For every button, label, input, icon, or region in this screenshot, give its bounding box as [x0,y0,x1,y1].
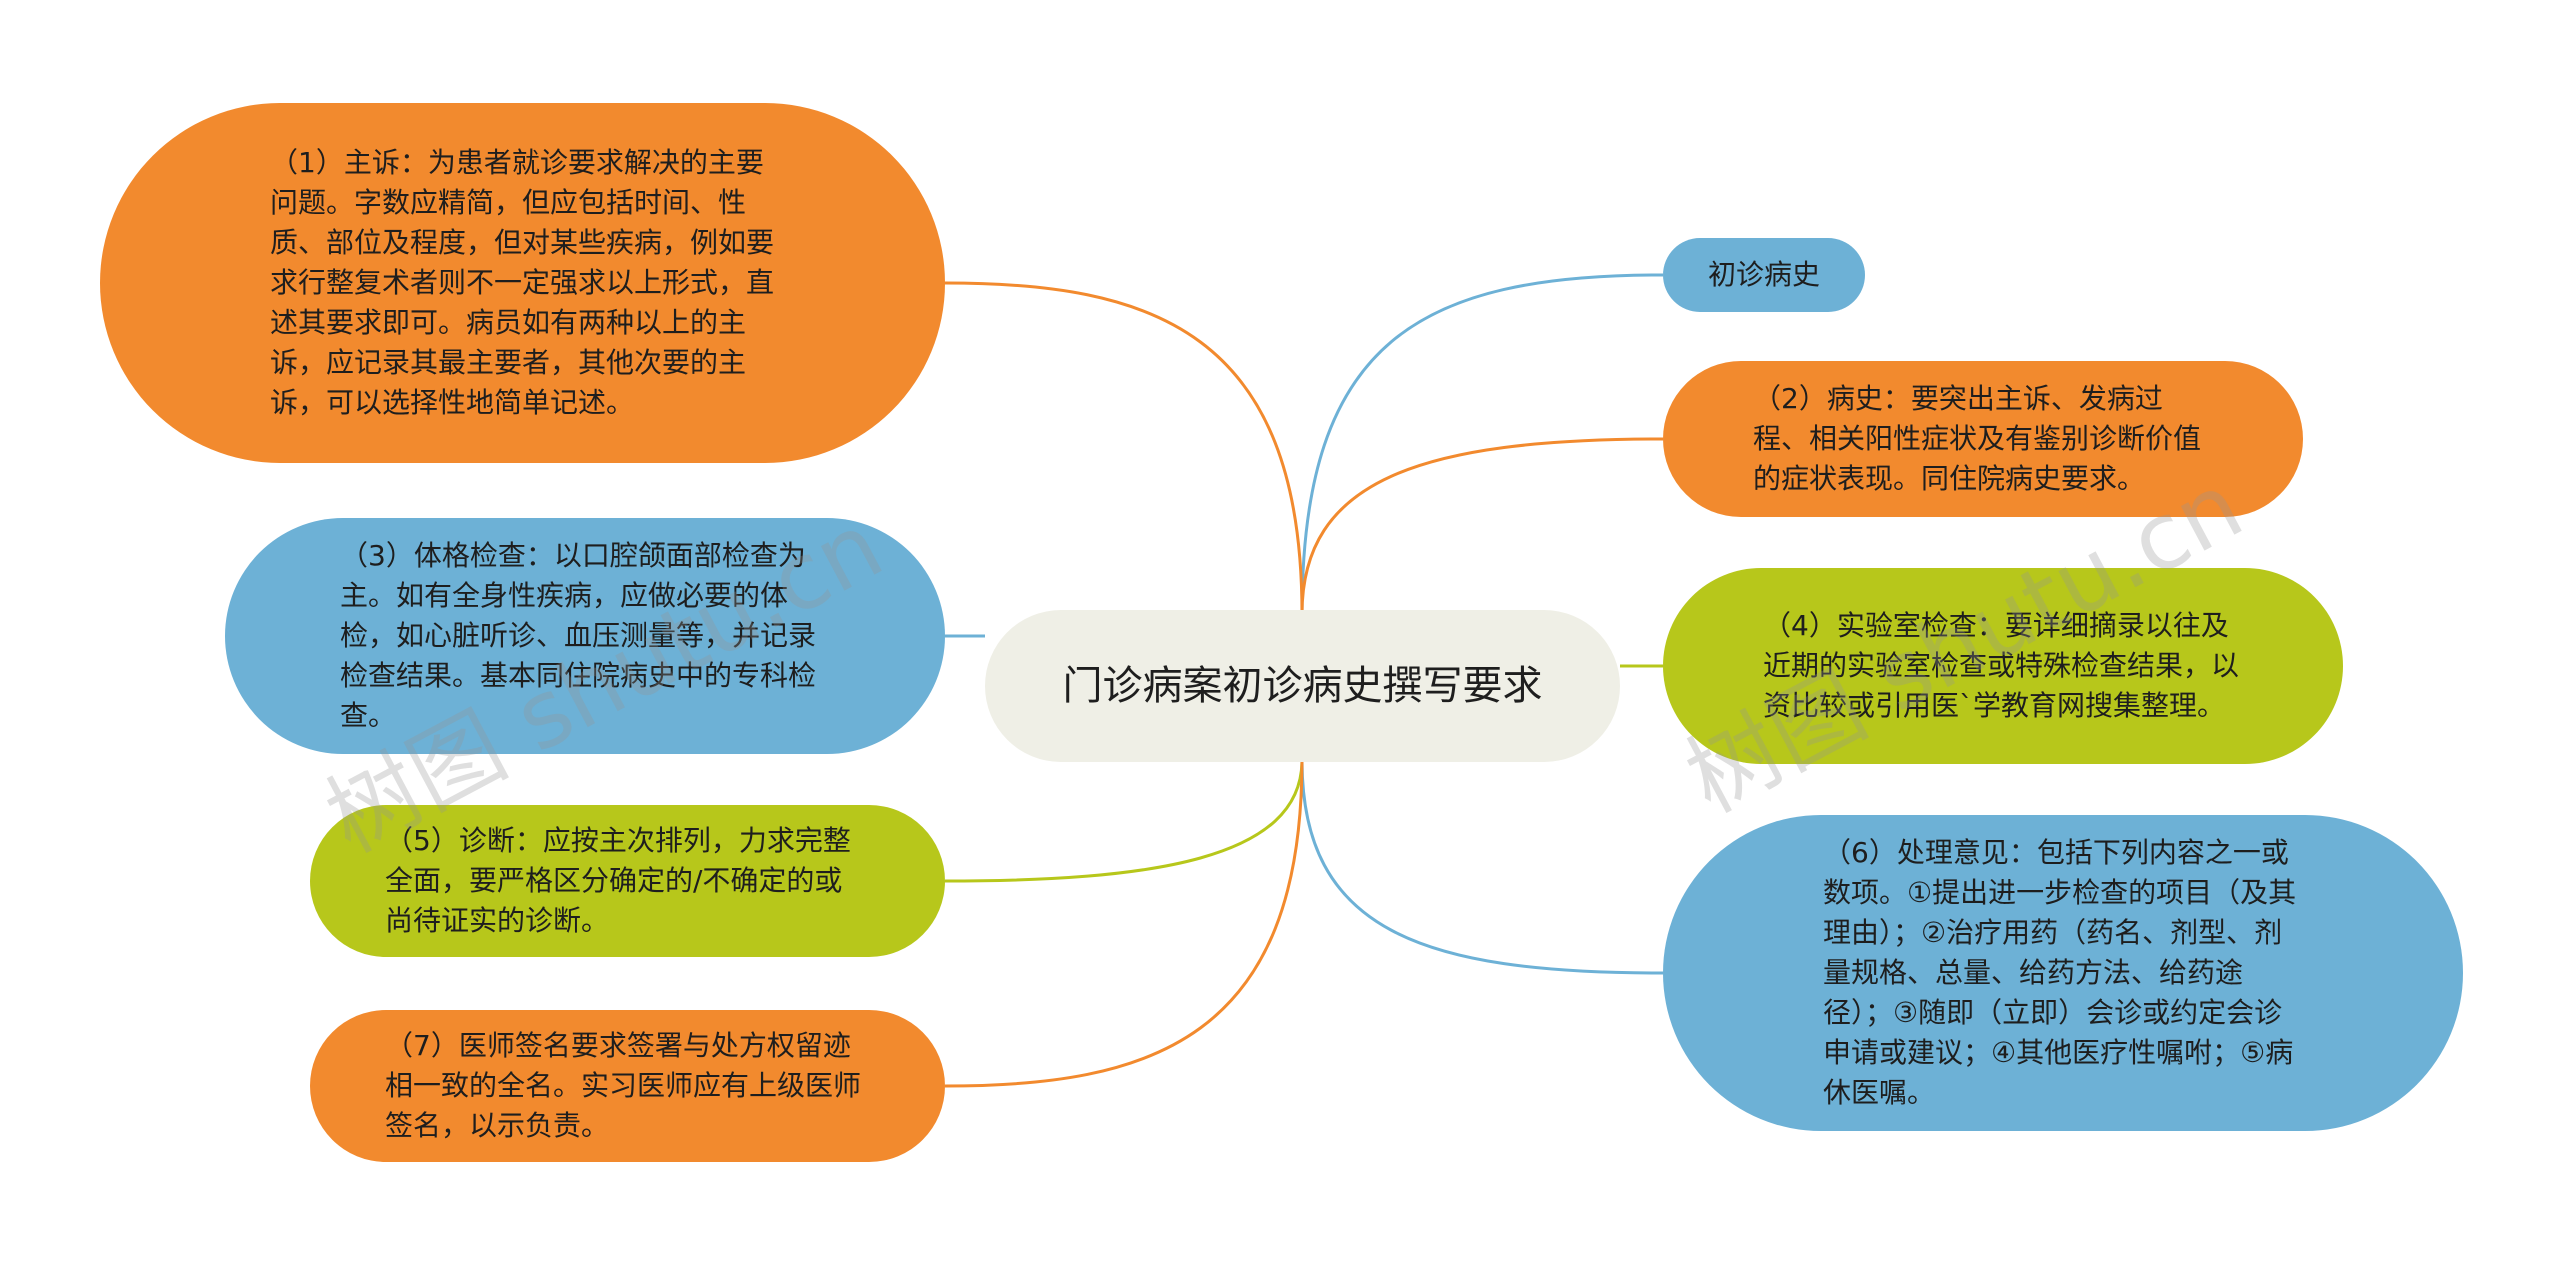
topic-label: （3）体格检查：以口腔颌面部检查为主。如有全身性疾病，应做必要的体检，如心脏听诊… [340,539,817,732]
topic-physician-signature[interactable]: （7）医师签名要求签署与处方权留迹相一致的全名。实习医师应有上级医师签名，以示负… [310,1010,945,1162]
topic-diagnosis[interactable]: （5）诊断：应按主次排列，力求完整全面，要严格区分确定的/不确定的或尚待证实的诊… [310,805,945,957]
topic-label: （1）主诉：为患者就诊要求解决的主要问题。字数应精简，但应包括时间、性质、部位及… [270,146,775,419]
topic-label: （6）处理意见：包括下列内容之一或数项。①提出进一步检查的项目（及其理由）；②治… [1823,836,2297,1109]
link-dx [944,759,1304,883]
topic-label: （2）病史：要突出主诉、发病过程、相关阳性症状及有鉴别诊断价值的症状表现。同住院… [1753,382,2202,495]
link-hpi [1300,437,1664,615]
topic-label: 初诊病史 [1707,258,1820,291]
link-plan [1300,759,1664,975]
topic-label: （4）实验室检查：要详细摘录以往及近期的实验室检查或特殊检查结果，以资比较或引用… [1763,609,2240,722]
central-topic-label: 门诊病案初诊病史撰写要求 [1062,663,1543,709]
topic-lab-exam[interactable]: （4）实验室检查：要详细摘录以往及近期的实验室检查或特殊检查结果，以资比较或引用… [1663,568,2343,764]
link-cc [944,281,1304,615]
topic-initial-history[interactable]: 初诊病史 [1663,238,1865,312]
topic-label: （7）医师签名要求签署与处方权留迹相一致的全名。实习医师应有上级医师签名，以示负… [385,1029,862,1142]
topic-medical-history[interactable]: （2）病史：要突出主诉、发病过程、相关阳性症状及有鉴别诊断价值的症状表现。同住院… [1663,361,2303,517]
topic-label: （5）诊断：应按主次排列，力求完整全面，要严格区分确定的/不确定的或尚待证实的诊… [385,824,851,937]
topic-chief-complaint[interactable]: （1）主诉：为患者就诊要求解决的主要问题。字数应精简，但应包括时间、性质、部位及… [100,103,945,463]
central-topic[interactable]: 门诊病案初诊病史撰写要求 [985,610,1620,762]
link-history [1300,273,1664,615]
topic-physical-exam[interactable]: （3）体格检查：以口腔颌面部检查为主。如有全身性疾病，应做必要的体检，如心脏听诊… [225,518,945,754]
topic-treatment-plan[interactable]: （6）处理意见：包括下列内容之一或数项。①提出进一步检查的项目（及其理由）；②治… [1663,815,2463,1131]
link-sign [944,759,1304,1088]
